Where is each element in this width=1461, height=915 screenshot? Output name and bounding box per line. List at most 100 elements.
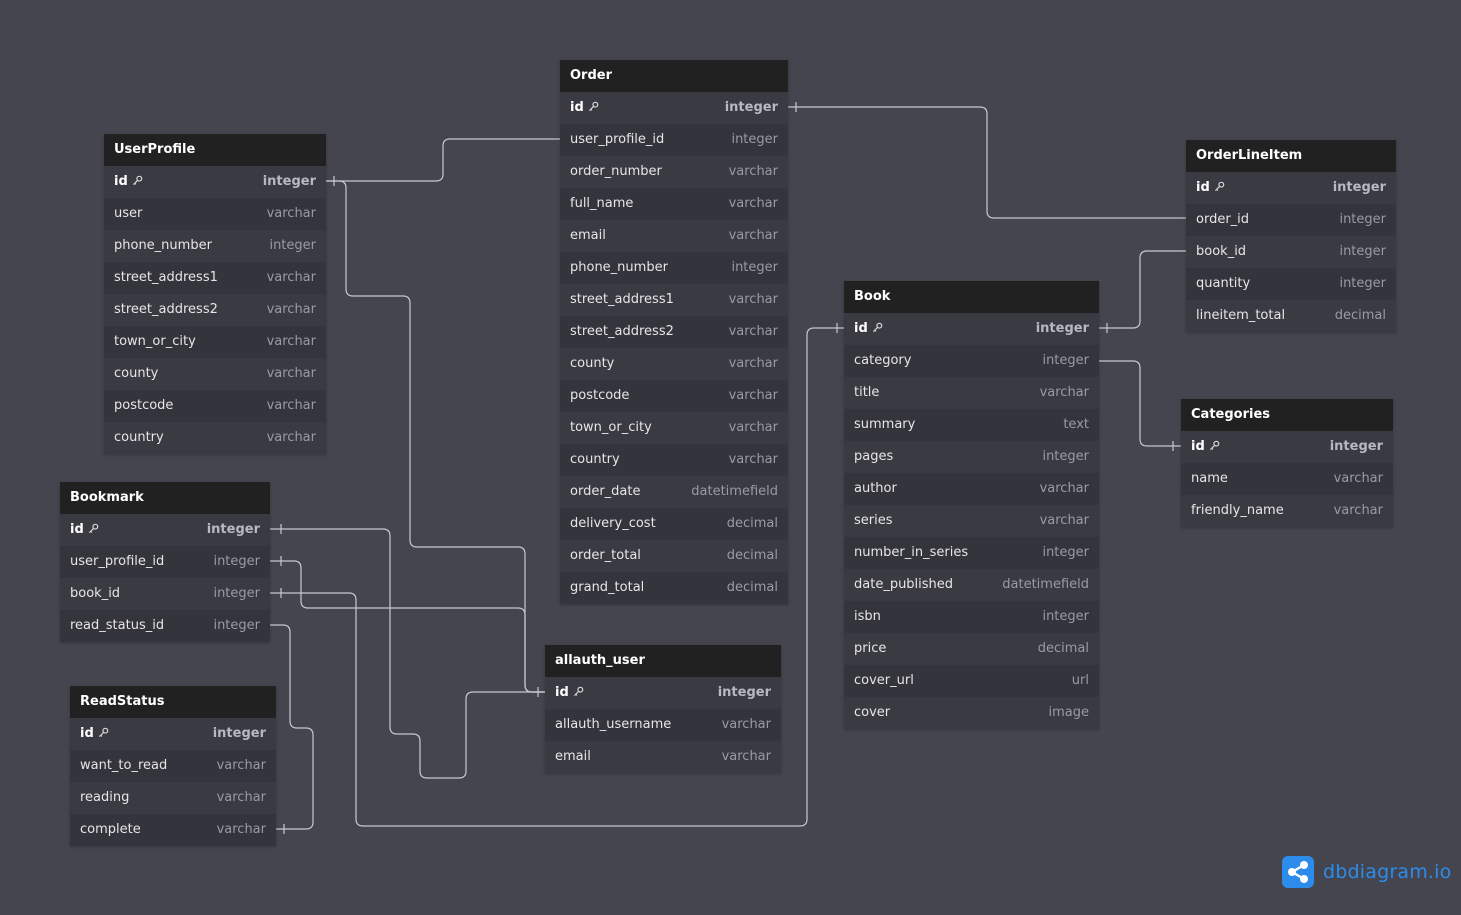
relationship-line[interactable] xyxy=(270,624,314,830)
field-type: varchar xyxy=(728,324,778,339)
field-type: varchar xyxy=(721,749,771,764)
table-header[interactable]: Categories xyxy=(1181,399,1393,431)
relationship-line[interactable] xyxy=(788,106,1186,219)
table-header[interactable]: Bookmark xyxy=(60,482,270,514)
table-header[interactable]: UserProfile xyxy=(104,134,326,166)
field-name: id xyxy=(1196,180,1210,195)
table-header[interactable]: Book xyxy=(844,281,1099,313)
field-name: isbn xyxy=(854,609,881,624)
field-type: decimal xyxy=(726,516,778,531)
relationship-line[interactable] xyxy=(270,528,545,779)
table-header[interactable]: allauth_user xyxy=(545,645,781,677)
table-header[interactable]: ReadStatus xyxy=(70,686,276,718)
relationship-line[interactable] xyxy=(326,138,560,182)
brand-watermark[interactable]: dbdiagram.io xyxy=(1282,856,1451,888)
field-name: price xyxy=(854,641,887,656)
relationship-line[interactable] xyxy=(1099,360,1181,447)
field-name: country xyxy=(114,430,164,445)
relationship-line[interactable] xyxy=(270,560,545,693)
key-icon xyxy=(132,175,143,186)
table-header[interactable]: Order xyxy=(560,60,788,92)
key-icon xyxy=(588,101,599,112)
table-header[interactable]: OrderLineItem xyxy=(1186,140,1396,172)
field-type: varchar xyxy=(216,822,266,837)
relationship-line[interactable] xyxy=(326,180,545,693)
field-name: date_published xyxy=(854,577,954,592)
field-name: order_date xyxy=(570,484,641,499)
field-name: county xyxy=(570,356,615,371)
field-name: reading xyxy=(80,790,130,805)
relationship-line[interactable] xyxy=(1099,250,1186,329)
field-name: postcode xyxy=(570,388,630,403)
